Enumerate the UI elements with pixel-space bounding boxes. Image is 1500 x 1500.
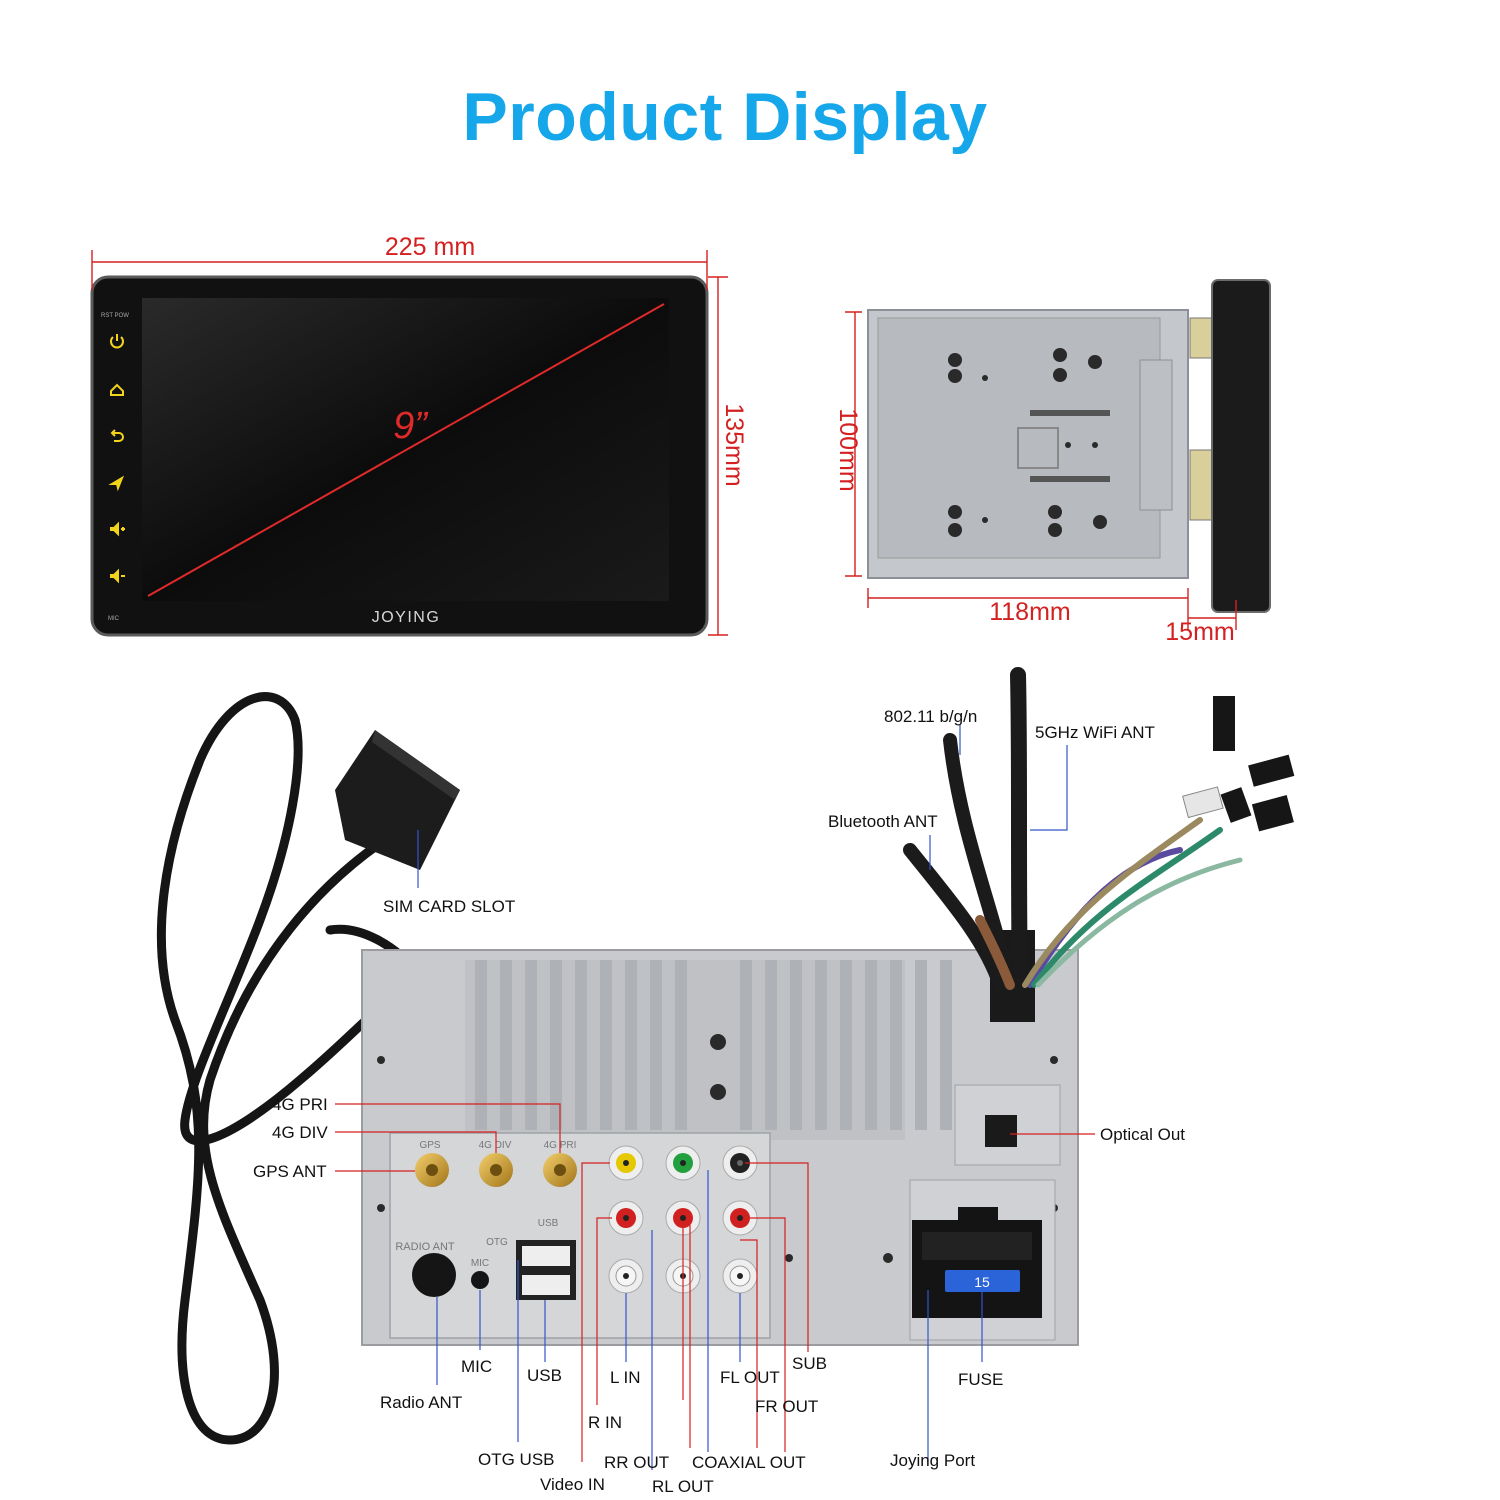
gps-connector — [415, 1153, 449, 1187]
callout-fuse: FUSE — [958, 1370, 1004, 1389]
coaxial-out-jack — [665, 1145, 701, 1181]
front-top-labels: RST POW — [101, 313, 129, 319]
volume-up-icon — [110, 521, 125, 537]
back-icon — [110, 429, 124, 442]
side-chassis: 100mm 118mm 15mm — [834, 279, 1271, 646]
antenna-harness — [903, 667, 1295, 1022]
front-unit: 9” JOYING RST POW MIC 225 mm 135mm — [90, 233, 748, 637]
bluetooth-antenna — [903, 843, 1007, 992]
4g-div-connector — [479, 1153, 513, 1187]
callout-rl-out: RL OUT — [652, 1477, 714, 1496]
rear-chassis: 15 GPS 4G DIV 4G PRI RADIO ANT OTG USB M… — [361, 949, 1079, 1346]
print-mic: MIC — [471, 1258, 489, 1269]
radio-ant-port — [412, 1253, 456, 1297]
4g-pri-connector — [543, 1153, 577, 1187]
callout-sim-card-slot: SIM CARD SLOT — [383, 897, 516, 916]
callout-gps-ant: GPS ANT — [253, 1162, 327, 1181]
callout-4g-pri: 4G PRI — [272, 1095, 328, 1114]
fuse — [945, 1270, 1020, 1292]
wifi-5ghz-antenna — [1010, 667, 1028, 993]
callout-bluetooth: Bluetooth ANT — [828, 812, 938, 831]
mic-port — [471, 1271, 489, 1289]
fuse-value: 15 — [974, 1274, 990, 1290]
height-dimension: 135mm — [720, 403, 748, 486]
sub-jack — [722, 1145, 758, 1181]
print-usb: USB — [538, 1218, 559, 1229]
callout-sub: SUB — [792, 1354, 827, 1373]
callout-rr-out: RR OUT — [604, 1453, 670, 1472]
power-icon — [110, 334, 124, 349]
brand-logo-text: JOYING — [372, 609, 441, 626]
side-panel-front — [1211, 279, 1271, 613]
callout-wifi-5ghz: 5GHz WiFi ANT — [1035, 723, 1155, 742]
callout-lines-blue — [417, 725, 1068, 1470]
diagonal-line — [147, 303, 665, 597]
callout-usb: USB — [527, 1366, 562, 1385]
callout-4g-div: 4G DIV — [272, 1123, 328, 1142]
print-otg: OTG — [486, 1237, 508, 1248]
heat-sink-fins — [475, 960, 952, 1130]
callout-coaxial-out: COAXIAL OUT — [692, 1453, 806, 1472]
volume-down-icon — [110, 568, 125, 584]
callout-l-in: L IN — [610, 1368, 641, 1387]
callout-radio-ant: Radio ANT — [380, 1393, 463, 1412]
optical-out-port — [985, 1115, 1017, 1147]
callout-otg-usb: OTG USB — [478, 1450, 555, 1469]
navigation-icon — [108, 475, 125, 492]
callout-wifi-bgn: 802.11 b/g/n — [884, 707, 978, 726]
print-gps: GPS — [419, 1140, 440, 1151]
rr-out-jack — [665, 1200, 701, 1236]
callout-optical-out: Optical Out — [1100, 1125, 1186, 1144]
wifi-bgn-antenna — [943, 733, 1017, 992]
fr-out-jack — [722, 1200, 758, 1236]
home-icon — [110, 383, 124, 396]
screen-size-label: 9” — [393, 405, 429, 447]
callout-fr-out: FR OUT — [755, 1397, 819, 1416]
video-in-jack — [608, 1145, 644, 1181]
front-mic-label: MIC — [108, 616, 120, 622]
callout-mic: MIC — [461, 1357, 493, 1376]
page-title: Product Display — [462, 79, 988, 155]
callout-lines-red — [335, 1103, 1095, 1462]
fl-out-jack — [722, 1258, 758, 1294]
r-in-jack — [608, 1200, 644, 1236]
callout-fl-out: FL OUT — [720, 1368, 780, 1387]
chassis-height-dimension: 100mm — [834, 408, 862, 491]
callout-joying-port: Joying Port — [890, 1451, 976, 1470]
callout-video-in: Video IN — [540, 1475, 605, 1494]
width-dimension: 225 mm — [385, 233, 475, 261]
chassis-depth-dimension: 118mm — [989, 598, 1071, 626]
callout-r-in: R IN — [588, 1413, 622, 1432]
panel-depth-dimension: 15mm — [1165, 618, 1234, 646]
print-radio-ant: RADIO ANT — [395, 1241, 455, 1253]
print-4g-div: 4G DIV — [479, 1140, 512, 1151]
l-in-jack — [608, 1258, 644, 1294]
